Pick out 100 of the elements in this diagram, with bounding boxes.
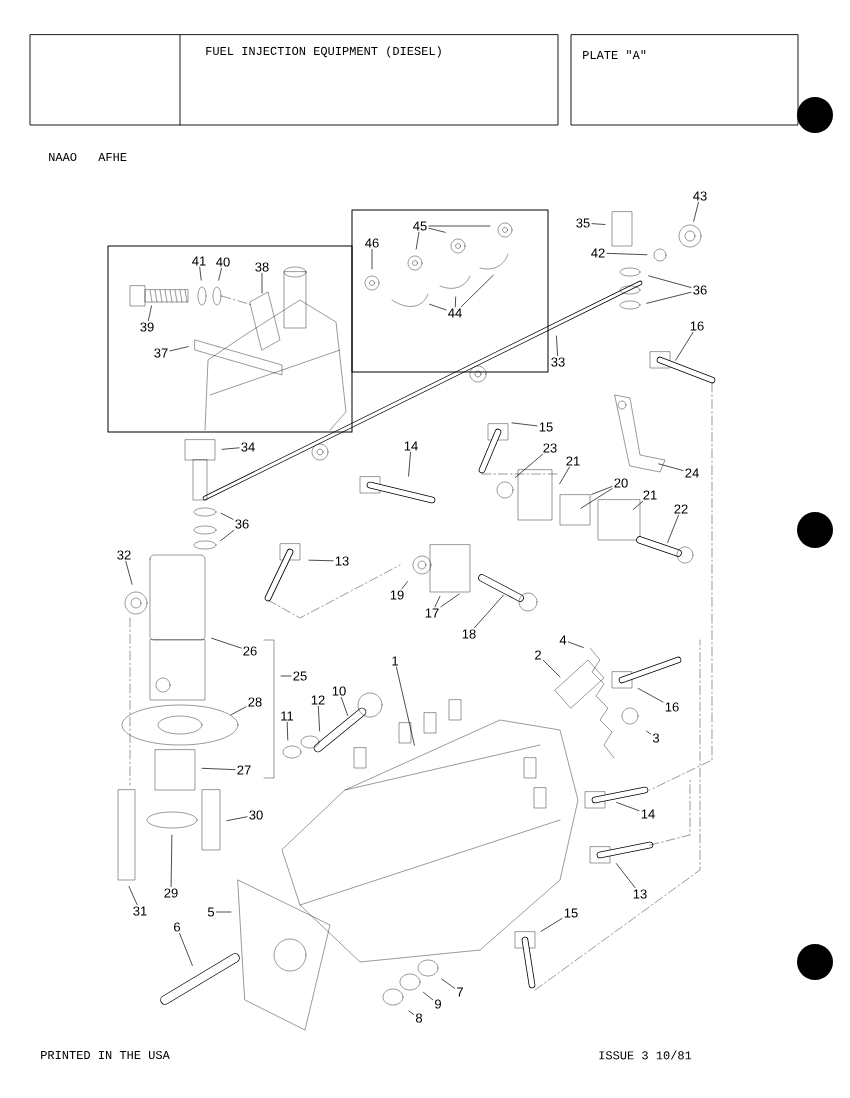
footer-text: ISSUE 3 10/81 xyxy=(599,1050,692,1060)
leader-line xyxy=(340,696,348,716)
callout-number: 43 xyxy=(693,191,707,201)
callout-number: 3 xyxy=(652,733,660,743)
leader-line xyxy=(230,706,247,716)
callout-number: 36 xyxy=(235,519,249,529)
leader-line xyxy=(423,992,434,1001)
callout-number: 26 xyxy=(243,646,257,656)
callout-number: 11 xyxy=(281,711,294,721)
callout-number: 29 xyxy=(164,888,178,898)
callout-number: 35 xyxy=(576,218,590,228)
callout-number: 19 xyxy=(390,590,404,600)
callout-number: 36 xyxy=(693,285,707,295)
leader-line xyxy=(286,721,289,741)
leader-line xyxy=(280,675,292,677)
callout-number: 23 xyxy=(543,443,557,453)
callout-number: 27 xyxy=(237,765,251,775)
leader-line xyxy=(460,274,494,308)
callout-number: 8 xyxy=(415,1013,423,1023)
callout-number: 13 xyxy=(633,889,647,899)
callout-number: 21 xyxy=(643,490,657,500)
leader-line xyxy=(428,225,491,227)
leader-line xyxy=(415,231,420,250)
leader-line xyxy=(511,422,538,427)
leader-line xyxy=(434,595,441,608)
callout-number: 1 xyxy=(392,656,398,666)
callout-number: 39 xyxy=(140,322,154,332)
leader-line xyxy=(261,272,263,294)
callout-number: 5 xyxy=(207,907,215,917)
leader-line xyxy=(408,451,411,477)
callout-number: 41 xyxy=(192,256,206,266)
callout-number: 18 xyxy=(462,629,476,639)
callout-number: 38 xyxy=(255,262,269,272)
callout-number: 25 xyxy=(293,671,307,681)
leader-line xyxy=(317,705,320,732)
leader-line xyxy=(667,514,679,543)
leader-line xyxy=(199,266,202,281)
leader-line xyxy=(128,886,138,906)
callout-number: 46 xyxy=(365,238,379,248)
callout-number: 6 xyxy=(174,922,181,932)
callout-number: 7 xyxy=(457,987,463,997)
callout-number: 2 xyxy=(535,650,541,660)
leader-line xyxy=(408,1010,415,1015)
inset-frame xyxy=(107,245,353,433)
callout-number: 12 xyxy=(311,695,325,705)
leader-line xyxy=(606,253,648,256)
callout-number: 32 xyxy=(117,550,131,560)
callout-number: 17 xyxy=(425,608,439,618)
callout-number: 15 xyxy=(539,422,553,432)
leader-line xyxy=(474,594,504,629)
leader-line xyxy=(396,666,415,746)
callout-number: 20 xyxy=(614,478,628,488)
leader-line xyxy=(615,863,636,889)
leader-line xyxy=(542,659,561,678)
callout-number: 21 xyxy=(566,456,580,466)
leader-line xyxy=(308,559,334,562)
leader-line xyxy=(658,463,684,471)
code-text: NAAO xyxy=(49,152,77,162)
leader-line xyxy=(218,267,222,281)
callout-number: 33 xyxy=(551,357,565,367)
callout-number: 16 xyxy=(690,321,704,331)
leader-line xyxy=(440,593,460,608)
leader-line xyxy=(646,291,692,304)
leader-line xyxy=(646,730,652,735)
leader-line xyxy=(441,978,456,989)
callout-number: 10 xyxy=(332,686,346,696)
plate-number: PLATE "A" xyxy=(583,50,646,59)
callout-number: 40 xyxy=(216,257,230,267)
leader-line xyxy=(215,911,232,913)
callout-number: 4 xyxy=(559,635,567,645)
callout-number: 15 xyxy=(564,908,578,918)
leader-line xyxy=(648,275,692,288)
callout-number: 13 xyxy=(335,556,349,566)
heading: FUEL INJECTION EQUIPMENT (DIESEL) xyxy=(206,46,441,58)
callout-number: 42 xyxy=(591,248,605,258)
leader-line xyxy=(169,346,189,352)
leader-line xyxy=(371,248,373,270)
code-text: AFHE xyxy=(98,153,127,161)
inset-frame xyxy=(351,209,549,373)
callout-number: 24 xyxy=(685,468,699,478)
leader-line xyxy=(429,303,447,311)
callout-number: 45 xyxy=(413,221,427,231)
leader-line xyxy=(637,688,664,703)
leader-line xyxy=(201,767,236,770)
leader-line xyxy=(221,447,240,450)
leader-line xyxy=(591,223,606,225)
callout-number: 31 xyxy=(133,906,147,916)
callout-number: 37 xyxy=(154,348,168,358)
leader-line xyxy=(567,641,584,648)
leader-line xyxy=(591,486,613,495)
callout-number: 16 xyxy=(665,702,679,712)
leader-line xyxy=(220,512,234,520)
leader-line xyxy=(632,500,644,510)
callout-number: 9 xyxy=(435,999,441,1009)
leader-line xyxy=(211,637,242,649)
callout-number: 44 xyxy=(448,308,462,318)
leader-line xyxy=(675,331,694,361)
leader-line xyxy=(179,932,193,966)
leader-line xyxy=(540,918,563,932)
callout-number: 28 xyxy=(248,697,262,707)
